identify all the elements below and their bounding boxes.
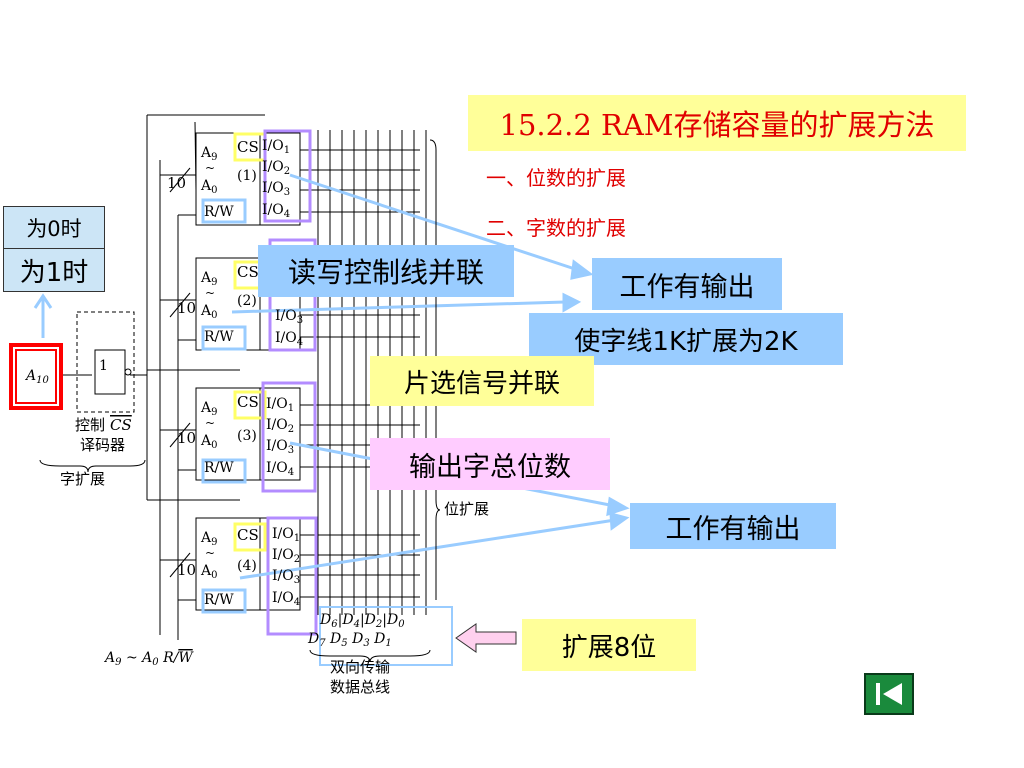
bottom-braces bbox=[39, 459, 431, 663]
svg-text:I/O1: I/O1 bbox=[272, 526, 300, 544]
svg-text:A9 ~ A0 R/W: A9 ~ A0 R/W bbox=[103, 650, 194, 668]
svg-text:译码器: 译码器 bbox=[80, 436, 125, 454]
svg-text:A10: A10 bbox=[24, 368, 49, 386]
svg-text:位扩展: 位扩展 bbox=[444, 500, 489, 518]
svg-text:I/O1: I/O1 bbox=[262, 138, 290, 156]
svg-text:I/O2: I/O2 bbox=[266, 417, 294, 435]
svg-text:~: ~ bbox=[205, 416, 215, 430]
rw-parallel-callout: 读写控制线并联 bbox=[258, 245, 514, 297]
svg-text:R/W: R/W bbox=[204, 329, 234, 345]
svg-text:(4): (4) bbox=[237, 558, 257, 574]
control-lines bbox=[60, 114, 265, 640]
svg-text:数据总线: 数据总线 bbox=[330, 678, 390, 696]
callout-arrows bbox=[231, 173, 630, 580]
svg-text:I/O3: I/O3 bbox=[272, 568, 300, 586]
svg-text:CS: CS bbox=[237, 263, 259, 281]
svg-text:I/O2: I/O2 bbox=[272, 547, 300, 565]
first-slide-icon[interactable] bbox=[864, 673, 914, 715]
svg-text:D7 D5 D3 D1: D7 D5 D3 D1 bbox=[307, 631, 392, 649]
svg-text:10: 10 bbox=[177, 429, 196, 447]
svg-text:I/O4: I/O4 bbox=[266, 460, 294, 478]
svg-text:D6|D4|D2|D0: D6|D4|D2|D0 bbox=[319, 612, 405, 630]
svg-text:(2): (2) bbox=[237, 293, 257, 309]
svg-text:I/O3: I/O3 bbox=[275, 308, 303, 326]
decoder-block bbox=[76, 311, 135, 413]
work-output-callout-2: 工作有输出 bbox=[630, 503, 836, 549]
up-arrow-icon bbox=[33, 293, 53, 338]
svg-text:(3): (3) bbox=[237, 428, 257, 444]
svg-text:10: 10 bbox=[177, 299, 196, 317]
work-output-callout-1: 工作有输出 bbox=[592, 258, 782, 310]
svg-text:字扩展: 字扩展 bbox=[60, 470, 105, 488]
a10-input bbox=[9, 343, 63, 410]
svg-text:R/W: R/W bbox=[204, 460, 234, 476]
svg-text:~: ~ bbox=[205, 546, 215, 560]
word-ext-callout: 使字线1K扩展为2K bbox=[529, 313, 843, 365]
svg-text:I/O3: I/O3 bbox=[262, 180, 290, 198]
svg-text:CS: CS bbox=[237, 138, 259, 156]
subtitle-bit-expansion: 一、位数的扩展 bbox=[486, 166, 626, 190]
chip-4 bbox=[195, 517, 301, 611]
svg-text:I/O4: I/O4 bbox=[272, 590, 300, 608]
subtitle-word-expansion: 二、字数的扩展 bbox=[486, 216, 626, 240]
svg-text:CS: CS bbox=[237, 526, 259, 544]
svg-text:I/O4: I/O4 bbox=[275, 330, 303, 348]
svg-text:I/O2: I/O2 bbox=[262, 159, 290, 177]
svg-text:控制: 控制 bbox=[75, 416, 105, 434]
cs-parallel-callout: 片选信号并联 bbox=[370, 356, 594, 406]
ext-left-arrow-icon bbox=[455, 623, 517, 653]
svg-text:10: 10 bbox=[177, 561, 196, 579]
svg-text:双向传输: 双向传输 bbox=[330, 658, 390, 676]
total-bits-callout: 输出字总位数 bbox=[370, 438, 610, 490]
svg-text:~: ~ bbox=[205, 161, 215, 175]
page-title: 15.2.2 RAM存储容量的扩展方法 bbox=[468, 95, 966, 151]
svg-text:~: ~ bbox=[205, 286, 215, 300]
svg-text:I/O4: I/O4 bbox=[262, 202, 290, 220]
when-zero-label: 为0时 bbox=[3, 206, 105, 250]
svg-text:I/O1: I/O1 bbox=[266, 396, 294, 414]
svg-text:R/W: R/W bbox=[204, 204, 234, 220]
chip-1 bbox=[195, 132, 301, 226]
svg-text:(1): (1) bbox=[237, 168, 257, 184]
ext-8bit-callout: 扩展8位 bbox=[522, 619, 696, 671]
bit-ext-brace bbox=[429, 139, 441, 600]
chip-3 bbox=[195, 387, 301, 481]
when-one-label: 为1时 bbox=[3, 248, 105, 292]
svg-text:I/O3: I/O3 bbox=[266, 438, 294, 456]
first-slide-glyph bbox=[876, 683, 902, 705]
svg-text:R/W: R/W bbox=[204, 592, 234, 608]
svg-text:1: 1 bbox=[99, 358, 108, 374]
svg-text:10: 10 bbox=[167, 174, 186, 192]
svg-text:CS: CS bbox=[110, 416, 132, 434]
svg-text:CS: CS bbox=[237, 393, 259, 411]
